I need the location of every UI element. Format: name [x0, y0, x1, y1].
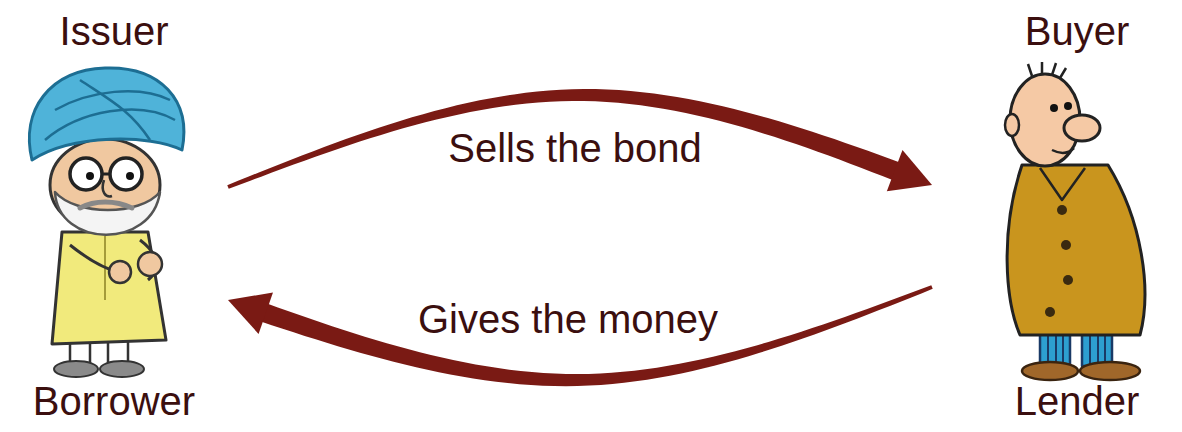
arrow-shaft — [261, 285, 933, 386]
role-caption: Lender — [1011, 370, 1144, 432]
arrow-label: Gives the money — [412, 296, 724, 342]
arrow-label: Sells the bond — [442, 125, 708, 171]
issuer-figure — [29, 68, 183, 377]
flow-arrow — [228, 285, 933, 386]
figure-node: BuyerLender — [932, 0, 1182, 432]
figure-node: IssuerBorrower — [0, 0, 228, 432]
role-heading: Issuer — [56, 0, 173, 62]
flow-arrow — [227, 89, 932, 191]
arrow-shaft — [227, 89, 900, 189]
role-caption: Borrower — [29, 370, 199, 432]
arrow-head — [887, 150, 932, 191]
role-heading: Buyer — [1021, 0, 1134, 62]
buyer-figure — [1005, 62, 1145, 380]
arrow-head — [228, 292, 273, 334]
